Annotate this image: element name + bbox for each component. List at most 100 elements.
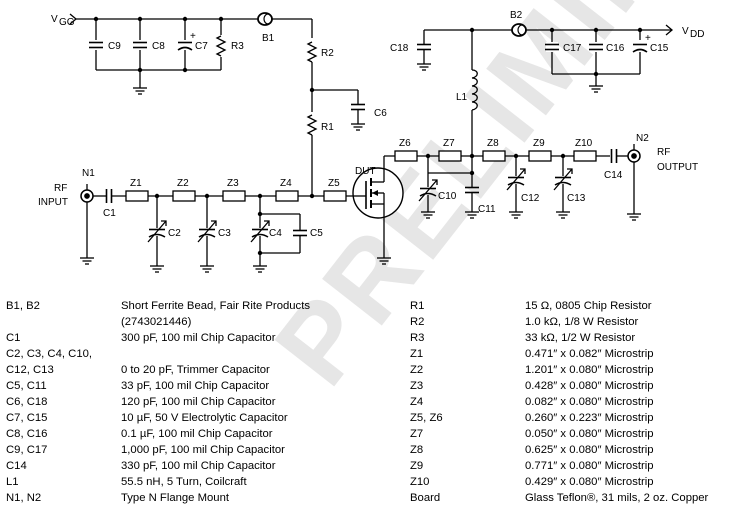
label-c12: C12 [521, 193, 540, 204]
label-z2: Z2 [177, 178, 189, 189]
label-z1: Z1 [130, 178, 142, 189]
label-l1: L1 [456, 92, 468, 103]
dut-transistor [352, 156, 404, 265]
label-c2: C2 [168, 228, 181, 239]
part-ref: Z2 [410, 364, 424, 376]
label-c17: C17 [563, 43, 582, 54]
part-ref: B1, B2 [6, 300, 40, 312]
part-desc: 1,000 pF, 100 mil Chip Capacitor [121, 444, 285, 456]
part-ref: C8, C16 [6, 428, 48, 440]
part-desc: Glass Teflon®, 31 mils, 2 oz. Copper [525, 492, 709, 504]
label-plus-c15: + [645, 33, 651, 44]
label-n1: N1 [82, 168, 95, 179]
part-ref: C2, C3, C4, C10, [6, 348, 93, 360]
label-c8: C8 [152, 41, 165, 52]
label-z7: Z7 [443, 138, 455, 149]
part-ref: Board [410, 492, 441, 504]
label-c14: C14 [604, 170, 623, 181]
part-desc: 120 pF, 100 mil Chip Capacitor [121, 396, 276, 408]
label-z4: Z4 [280, 178, 292, 189]
part-ref: Z8 [410, 444, 424, 456]
part-ref: C12, C13 [6, 364, 54, 376]
label-rf-input-1: RF [54, 183, 67, 194]
label-r3: R3 [231, 41, 244, 52]
label-plus-c7: + [190, 31, 196, 42]
part-ref: C7, C15 [6, 412, 48, 424]
label-c5: C5 [310, 228, 323, 239]
part-ref: Z7 [410, 428, 424, 440]
part-ref: N1, N2 [6, 492, 42, 504]
part-ref: Z10 [410, 476, 430, 488]
part-desc: 15 Ω, 0805 Chip Resistor [525, 300, 652, 312]
label-rf-output-1: RF [657, 147, 670, 158]
part-desc: 1.0 kΩ, 1/8 W Resistor [525, 316, 639, 328]
part-ref: C1 [6, 332, 21, 344]
part-ref: C6, C18 [6, 396, 48, 408]
label-c7: C7 [195, 41, 208, 52]
rf-input-line [79, 184, 353, 273]
part-ref: Z4 [410, 396, 424, 408]
label-c11: C11 [478, 204, 496, 215]
vgg-label: V [51, 14, 58, 25]
part-desc: 0.082″ x 0.080″ Microstrip [525, 396, 654, 408]
label-z5: Z5 [328, 178, 340, 189]
part-desc: 55.5 nH, 5 Turn, Coilcraft [121, 476, 247, 488]
part-desc: (2743021446) [121, 316, 192, 328]
part-desc: 0.771″ x 0.080″ Microstrip [525, 460, 654, 472]
label-z10: Z10 [575, 138, 593, 149]
label-c13: C13 [567, 193, 586, 204]
label-c1: C1 [103, 208, 116, 219]
part-desc: 10 µF, 50 V Electrolytic Capacitor [121, 412, 288, 424]
part-desc: 33 kΩ, 1/2 W Resistor [525, 332, 636, 344]
part-ref: Z9 [410, 460, 424, 472]
part-desc: 0.050″ x 0.080″ Microstrip [525, 428, 654, 440]
part-ref: R2 [410, 316, 425, 328]
label-b1: B1 [262, 33, 275, 44]
label-c6: C6 [374, 108, 387, 119]
part-desc: Type N Flange Mount [121, 492, 230, 504]
label-c3: C3 [218, 228, 231, 239]
vdd-sub-label: DD [690, 29, 704, 40]
label-z3: Z3 [227, 178, 239, 189]
label-r2: R2 [321, 48, 334, 59]
label-c15: C15 [650, 43, 669, 54]
part-desc: 0.471″ x 0.082″ Microstrip [525, 348, 654, 360]
label-c4: C4 [269, 228, 282, 239]
part-desc: 0 to 20 pF, Trimmer Capacitor [121, 364, 270, 376]
part-desc: Short Ferrite Bead, Fair Rite Products [121, 300, 310, 312]
part-desc: 300 pF, 100 mil Chip Capacitor [121, 332, 276, 344]
part-ref: L1 [6, 476, 19, 488]
part-ref: Z5, Z6 [410, 412, 443, 424]
part-desc: 0.1 µF, 100 mil Chip Capacitor [121, 428, 273, 440]
label-rf-input-2: INPUT [38, 197, 68, 208]
part-desc: 33 pF, 100 mil Chip Capacitor [121, 380, 270, 392]
part-ref: Z1 [410, 348, 424, 360]
vgg-rail [69, 12, 366, 196]
label-r1: R1 [321, 122, 334, 133]
label-z6: Z6 [399, 138, 411, 149]
amplifier-schematic: V GG V DD B1 B2 C9 C8 C7 + R3 R2 C6 R1 C… [38, 10, 704, 273]
label-b2: B2 [510, 10, 523, 21]
label-n2: N2 [636, 133, 649, 144]
part-desc: 1.201″ x 0.080″ Microstrip [525, 364, 654, 376]
junction-dots [93, 16, 643, 256]
part-ref: C14 [6, 460, 27, 472]
vdd-label: V [682, 26, 689, 37]
label-z8: Z8 [487, 138, 499, 149]
label-c9: C9 [108, 41, 121, 52]
part-desc: 0.428″ x 0.080″ Microstrip [525, 380, 654, 392]
part-ref: C9, C17 [6, 444, 48, 456]
part-ref: Z3 [410, 380, 424, 392]
part-ref: C5, C11 [6, 380, 47, 392]
part-desc: 330 pF, 100 mil Chip Capacitor [121, 460, 276, 472]
rf-output-line [384, 23, 674, 221]
label-c10: C10 [438, 191, 457, 202]
part-desc: 0.260″ x 0.223″ Microstrip [525, 412, 654, 424]
label-c18: C18 [390, 43, 409, 54]
label-rf-output-2: OUTPUT [657, 162, 698, 173]
label-dut: DUT [355, 166, 376, 177]
part-ref: R1 [410, 300, 425, 312]
part-ref: R3 [410, 332, 425, 344]
label-c16: C16 [606, 43, 625, 54]
label-z9: Z9 [533, 138, 545, 149]
